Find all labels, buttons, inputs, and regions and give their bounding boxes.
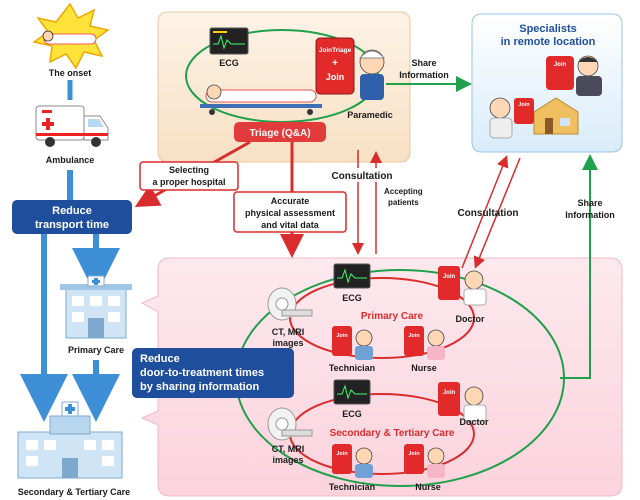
specialist-home-avatar [489,97,579,139]
share-info-top-line1: Share [411,58,436,68]
primary-technician-label: Technician [329,363,375,373]
secondary-technician-avatar [332,444,373,478]
share-info-right-arrow [560,154,598,379]
secondary-nurse-tablet-join: Join [408,451,420,457]
share-info-top-line2: Information [399,70,449,80]
secondary-mri-icon [267,407,313,441]
onset-burst [32,2,110,70]
accurate-line1: Accurate [271,196,310,206]
specialists-title-line2: in remote location [501,36,596,48]
accurate-line3: and vital data [261,220,320,230]
specialists-title-line1: Specialists [519,23,576,35]
onset-label: The onset [49,68,92,78]
specialist-doctor-avatar [546,55,602,96]
primary-technician-avatar [332,326,373,360]
primary-mri-icon [267,287,313,321]
accurate-line2: physical assessment [245,208,335,218]
reduce-door-line2: door-to-treatment times [140,367,264,379]
share-info-right-line2: Information [565,210,615,220]
tablet-app-name: JoinTriage [319,47,352,54]
primary-doctor-label: Doctor [456,314,485,324]
selecting-line2: a proper hospital [152,177,225,187]
secondary-technician-label: Technician [329,482,375,492]
primary-care-title: Primary Care [361,311,424,322]
ambulance-icon [35,105,109,147]
secondary-ecg-label: ECG [342,409,362,419]
primary-imaging-line2: images [272,338,303,348]
primary-doctor-avatar [438,266,487,306]
secondary-tertiary-label: Secondary & Tertiary Care [18,487,130,497]
primary-nurse-avatar [404,326,445,360]
selecting-line1: Selecting [169,165,209,175]
reduce-door-box [132,348,294,398]
secondary-doctor-label: Doctor [460,417,489,427]
primary-care-building-icon [60,275,132,339]
consultation-right-down-arrow [473,157,521,269]
selecting-box [139,161,239,191]
tablet-plus: + [332,58,338,69]
consultation-left-label: Consultation [331,171,392,182]
primary-care-loop [289,277,475,359]
secondary-nurse-label: Nurse [415,482,441,492]
primary-nurse-label: Nurse [411,363,437,373]
ambulance-label: Ambulance [46,155,95,165]
reduce-transport-box [12,200,132,234]
secondary-technician-tablet-join: Join [336,451,348,457]
paramedic-avatar [358,49,386,100]
primary-ecg-monitor-icon [333,263,371,289]
secondary-care-title: Secondary & Tertiary Care [330,428,455,439]
triage-label: Triage (Q&A) [249,128,310,139]
stretcher-patient-icon [200,84,322,115]
share-info-right-line1: Share [577,198,602,208]
accepting-line1: Accepting [384,187,423,196]
primary-technician-tablet-join: Join [336,333,348,339]
ecg-monitor-icon [209,27,249,55]
primary-care-label: Primary Care [68,345,124,355]
primary-ecg-label: ECG [342,293,362,303]
secondary-tertiary-building-icon [17,401,123,479]
reduce-door-line1: Reduce [140,353,180,365]
secondary-doctor-avatar [438,382,487,422]
triage-box [234,122,326,142]
reduce-transport-line2: transport time [35,219,109,231]
specialist-tablet-join-2: Join [518,102,530,108]
accepting-line2: patients [388,198,419,207]
primary-nurse-tablet-join: Join [408,333,420,339]
accurate-box [233,191,347,233]
consultation-right-label: Consultation [457,208,518,219]
tablet-join: Join [326,72,345,82]
prehospital-ecg-label: ECG [219,58,239,68]
secondary-ecg-monitor-icon [333,379,371,405]
secondary-nurse-avatar [404,444,445,478]
primary-doctor-tablet-join: Join [443,274,456,280]
secondary-imaging-line1: CT, MRI [272,444,305,454]
jointriage-tablet-icon [315,37,355,95]
secondary-doctor-tablet-join: Join [443,390,456,396]
reduce-door-line3: by sharing information [140,381,259,393]
secondary-imaging-line2: images [272,455,303,465]
paramedic-label: Paramedic [347,110,393,120]
consultation-left-bg [320,168,406,182]
specialist-tablet-join-1: Join [554,62,567,68]
reduce-transport-line1: Reduce [52,205,92,217]
primary-imaging-line1: CT, MRI [272,327,305,337]
consultation-right-up-arrow [461,155,509,269]
